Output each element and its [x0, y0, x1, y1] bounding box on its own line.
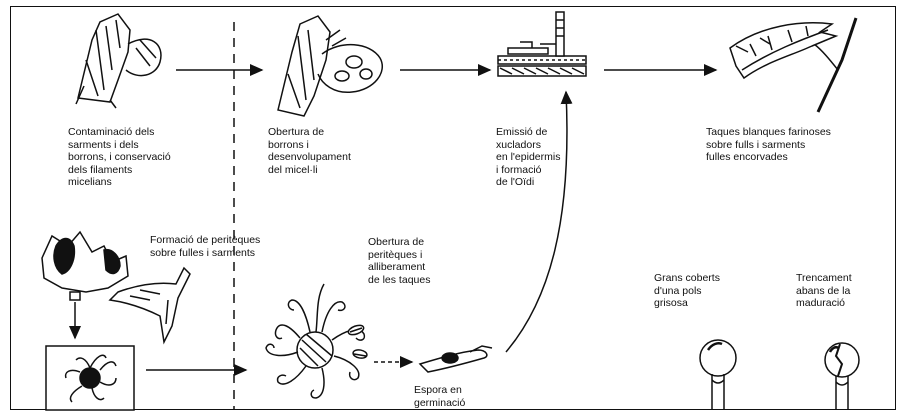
flow-arrows — [146, 70, 716, 370]
cracked-grape-illustration — [825, 343, 859, 410]
bud-opening-illustration — [278, 16, 382, 116]
large-perithecium-illustration — [266, 284, 364, 398]
label-germinating-spore: Espora en germinació — [414, 384, 465, 409]
contaminated-shoot-illustration — [76, 14, 161, 108]
label-white-spots: Taques blanques farinoses sobre fulls i … — [706, 126, 831, 164]
epidermis-sucker-illustration — [498, 12, 586, 76]
grape-powder-illustration — [700, 340, 736, 410]
label-dusty-grains: Grans coberts d'una pols grisosa — [654, 272, 720, 310]
germinating-spore-illustration — [420, 346, 492, 372]
label-sucker-emission: Emissió de xucladors en l'epidermis i fo… — [496, 126, 560, 189]
label-cracking: Trencament abans de la maduració — [796, 272, 852, 310]
label-perithecia-opening: Obertura de peritèques i alliberament de… — [368, 236, 430, 286]
label-contamination: Contaminació dels sarments i dels borron… — [68, 126, 171, 189]
ascospores-illustration — [347, 324, 367, 360]
label-bud-opening: Obertura de borrons i desenvolupament de… — [268, 126, 351, 176]
infected-leaf-illustration — [730, 18, 856, 112]
perithecium-inset-illustration — [46, 346, 134, 410]
label-perithecia-formation: Formació de peritèques sobre fulles i sa… — [150, 234, 260, 259]
